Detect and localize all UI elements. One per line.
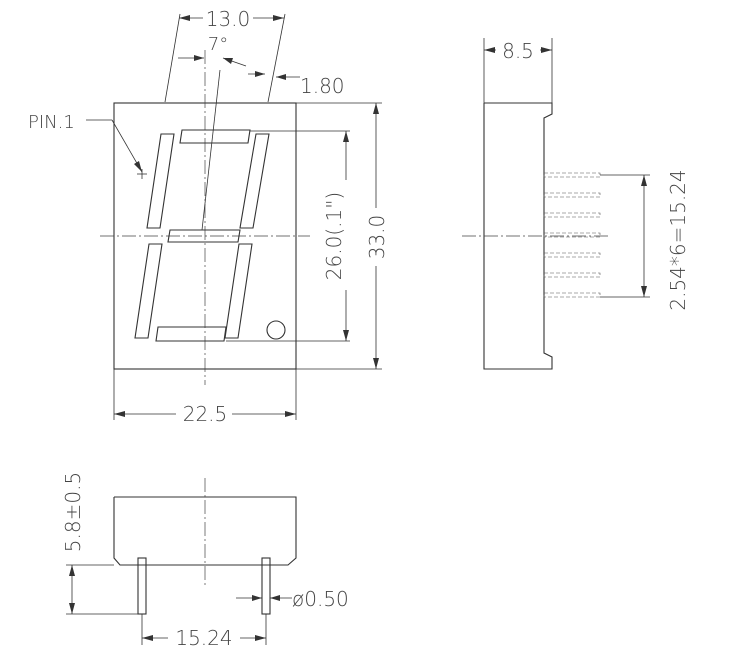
side-pins bbox=[543, 172, 601, 298]
side-pin-1 bbox=[543, 172, 601, 178]
bottom-view: 5.8±0.5 ø0.50 15.24 bbox=[61, 472, 349, 650]
side-pin-2 bbox=[543, 192, 601, 198]
segment-f bbox=[146, 133, 175, 229]
dim-span-label: 15.24 bbox=[175, 626, 232, 650]
dim-22-label: 22.5 bbox=[183, 402, 228, 426]
front-view: 13.0 7° 1.80 PIN.1 26.0(.1") bbox=[28, 7, 389, 426]
segment-d bbox=[155, 326, 227, 342]
arrow-85-right bbox=[541, 47, 552, 53]
angle-arrow-right bbox=[223, 58, 233, 64]
segment-c bbox=[224, 243, 253, 339]
segment-g bbox=[167, 229, 241, 243]
label-bg-22 bbox=[176, 404, 232, 424]
side-view: 8.5 2.54*6=15.24 bbox=[462, 38, 690, 370]
segment-a bbox=[179, 129, 251, 144]
dia-arrow-left bbox=[252, 595, 262, 601]
ext-line-13-right bbox=[267, 13, 286, 103]
arrow-58-top bbox=[69, 565, 75, 576]
arrow-pitch-bottom bbox=[641, 286, 647, 297]
side-pin-5 bbox=[543, 252, 601, 258]
seven-segment-digit bbox=[134, 129, 286, 342]
dia-label: ø0.50 bbox=[292, 587, 349, 611]
slant-axis-line bbox=[201, 69, 221, 231]
dim-26-label: 26.0(.1") bbox=[322, 192, 346, 280]
arrow-span-left bbox=[142, 635, 153, 641]
dim-85-label: 8.5 bbox=[502, 39, 534, 63]
side-body-outline bbox=[483, 102, 553, 370]
arrow-33-top bbox=[373, 103, 379, 114]
arrow-85-left bbox=[484, 47, 495, 53]
arrow-13-left bbox=[179, 15, 190, 21]
label-bg-26 bbox=[328, 180, 348, 290]
seg-width-arrow-left bbox=[255, 71, 265, 77]
segment-b bbox=[239, 133, 270, 229]
bottom-body-outline bbox=[113, 496, 297, 566]
segment-e bbox=[134, 243, 163, 339]
pin1-label: PIN.1 bbox=[28, 112, 75, 133]
arrow-pitch-top bbox=[641, 175, 647, 186]
arrow-span-right bbox=[255, 635, 266, 641]
label-bg-13 bbox=[203, 8, 253, 28]
arrow-22-left bbox=[114, 411, 125, 417]
side-pin-4 bbox=[543, 232, 601, 238]
angle-arrow-left bbox=[194, 55, 204, 61]
arrow-13-right bbox=[273, 15, 284, 21]
label-bg-span bbox=[168, 628, 240, 648]
decimal-point bbox=[266, 320, 286, 340]
arrow-26-top bbox=[343, 131, 349, 142]
dim-58-label: 5.8±0.5 bbox=[61, 472, 85, 552]
dim-33-label: 33.0 bbox=[365, 215, 389, 260]
arrow-33-bottom bbox=[373, 358, 379, 369]
dim-pitch-label: 2.54*6=15.24 bbox=[666, 169, 690, 310]
pin1-arrow bbox=[134, 161, 142, 172]
dia-arrow-right bbox=[270, 595, 280, 601]
arrow-26-bottom bbox=[343, 330, 349, 341]
label-bg-33 bbox=[366, 208, 386, 266]
seg-width-arrow-right bbox=[276, 74, 286, 80]
arrow-58-bottom bbox=[69, 603, 75, 614]
label-bg-85 bbox=[496, 40, 540, 60]
side-pin-3 bbox=[543, 212, 601, 218]
seg-width-label: 1.80 bbox=[300, 74, 345, 98]
bottom-pin-right bbox=[261, 557, 271, 615]
angle-label: 7° bbox=[208, 34, 228, 55]
bottom-pin-left bbox=[137, 557, 147, 615]
dim-13-label: 13.0 bbox=[206, 7, 251, 31]
arrow-22-right bbox=[285, 411, 296, 417]
ext-line-13-left bbox=[164, 13, 181, 103]
side-pin-7 bbox=[543, 292, 601, 298]
side-pin-6 bbox=[543, 272, 601, 278]
